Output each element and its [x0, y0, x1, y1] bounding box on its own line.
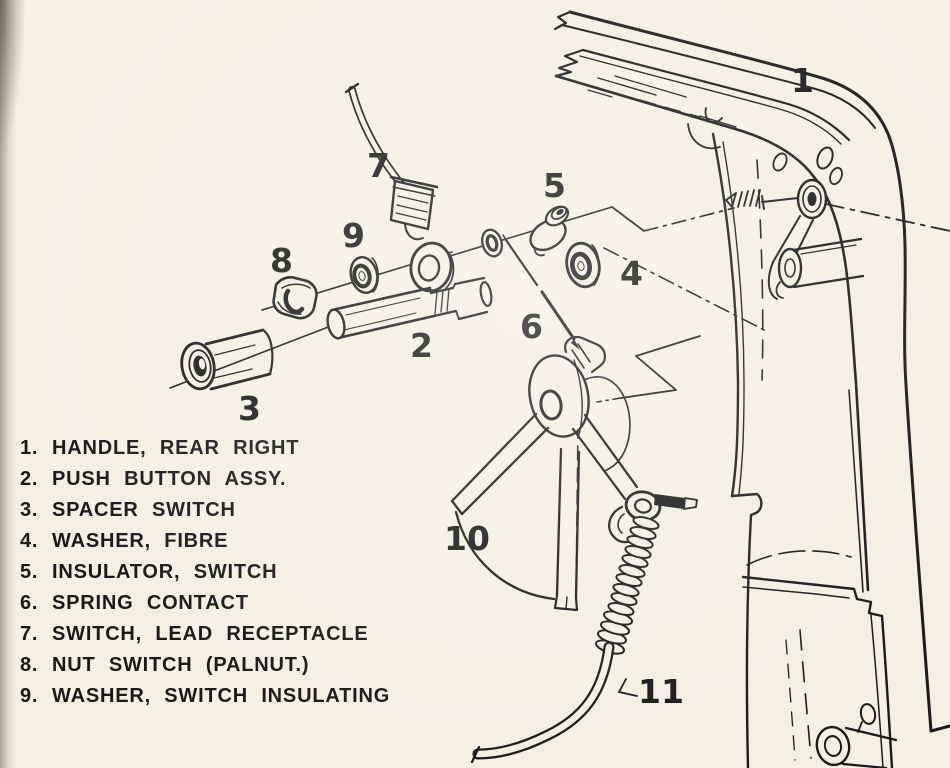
spacer-switch-part3: [180, 328, 274, 391]
parts-list: 1. HANDLE, REAR RIGHT 2. PUSH BUTTON ASS…: [6, 437, 390, 716]
part-name: INSULATOR, SWITCH: [52, 561, 278, 583]
handle-rear-right: [553, 10, 950, 768]
nut-switch-part8: [272, 276, 318, 320]
push-button-assy-part2: [326, 276, 493, 340]
callout-labels: 1 2 3 4 5 6 7 8 9 10 11: [238, 61, 814, 711]
spring-contact-part6: [502, 234, 580, 350]
part-name: SPRING CONTACT: [52, 592, 249, 614]
lever-vertical-bar: [555, 447, 581, 600]
callout-10: 10: [444, 519, 490, 558]
washer-insulating-part9: [349, 256, 379, 294]
washer-fibre-part4: [565, 241, 601, 289]
mounting-screw: [725, 189, 799, 210]
switch-lead-receptacle-part7: [344, 82, 455, 293]
callout-5: 5: [543, 166, 566, 205]
grip-break-line-bottom: [554, 48, 585, 78]
coil-spring-part11: [470, 516, 660, 764]
part-name: WASHER, SWITCH INSULATING: [52, 685, 391, 707]
parts-list-item: 2. PUSH BUTTON ASSY.: [6, 468, 390, 499]
upper-screw-grommet: [767, 146, 843, 300]
lever-left-arm: [450, 412, 550, 516]
part-number: 6.: [20, 592, 39, 614]
part-number: 2.: [20, 468, 39, 490]
ring-terminal: [409, 241, 453, 293]
part-name: PUSH BUTTON ASSY.: [52, 468, 287, 490]
callout-11: 11: [638, 672, 684, 711]
handle-outer-edge: [568, 10, 950, 733]
part-number: 5.: [20, 561, 39, 583]
parts-list-item: 4. WASHER, FIBRE: [6, 530, 390, 561]
escutcheon-notch: [730, 492, 763, 768]
callout-11-leader: [618, 678, 638, 697]
parts-list-item: 3. SPACER SWITCH: [6, 499, 390, 530]
small-ring-washer: [480, 228, 504, 258]
part-name: SWITCH, LEAD RECEPTACLE: [52, 623, 369, 645]
pivot-hole: [539, 389, 563, 421]
parts-list-item: 1. HANDLE, REAR RIGHT: [6, 437, 390, 468]
callout-8: 8: [270, 241, 293, 280]
base-step: [741, 575, 884, 618]
nut-hole: [283, 288, 305, 315]
part-number: 9.: [20, 685, 39, 707]
callout-2: 2: [410, 326, 433, 365]
mid-cylinder-boss: [775, 237, 865, 299]
lever-right-arm: [571, 413, 639, 501]
part-number: 8.: [20, 654, 39, 676]
part-number: 4.: [20, 530, 39, 552]
lower-screw-boss: [815, 703, 898, 768]
parts-list-item: 8. NUT SWITCH (PALNUT.): [6, 654, 390, 685]
callout-3: 3: [238, 389, 261, 428]
callout-7: 7: [367, 146, 390, 185]
part-name: NUT SWITCH (PALNUT.): [52, 654, 310, 676]
part-name: SPACER SWITCH: [52, 499, 236, 521]
part-number: 3.: [20, 499, 39, 521]
callout-4: 4: [620, 254, 643, 293]
part-name: WASHER, FIBRE: [52, 530, 229, 552]
switch-lever-part10: [450, 335, 698, 612]
lever-sector-arc: [454, 510, 556, 601]
part-number: 1.: [20, 437, 39, 459]
part-name: HANDLE, REAR RIGHT: [52, 437, 300, 459]
parts-list-item: 7. SWITCH, LEAD RECEPTACLE: [6, 623, 390, 654]
callout-6: 6: [520, 307, 543, 346]
grip-break-line-top: [553, 10, 572, 31]
parts-list-item: 5. INSULATOR, SWITCH: [6, 561, 390, 592]
parts-list-item: 6. SPRING CONTACT: [6, 592, 390, 623]
part-number: 7.: [20, 623, 39, 645]
callout-1: 1: [791, 61, 814, 100]
clevis-pin: [654, 494, 685, 509]
callout-9: 9: [342, 216, 365, 255]
parts-list-item: 9. WASHER, SWITCH INSULATING: [6, 685, 390, 716]
insulator-switch-part5: [529, 205, 570, 257]
